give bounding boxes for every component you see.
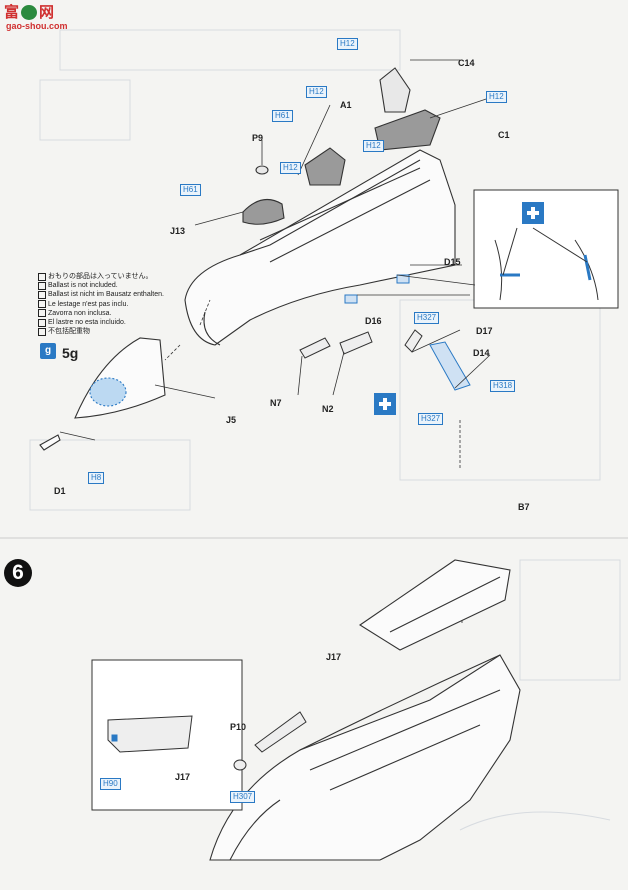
- label-j13: J13: [170, 226, 186, 236]
- flag-icon: [38, 300, 46, 309]
- label-d14: D14: [473, 348, 490, 358]
- label-d17: D17: [476, 326, 493, 336]
- weight-icon: g: [40, 343, 56, 359]
- flag-icon: [38, 281, 46, 290]
- label-d16: D16: [365, 316, 382, 326]
- label-c1: C1: [498, 130, 510, 140]
- seat-ejection: [242, 67, 441, 225]
- note-line: Le lestage n'est pas inclu.: [38, 300, 164, 309]
- note-line: El lastre no esta incluido.: [38, 318, 164, 327]
- flag-icon: [38, 309, 46, 318]
- label-n7: N7: [270, 398, 282, 408]
- color-code-top: H12: [337, 38, 358, 50]
- fuselage-lower: [209, 654, 521, 861]
- label-j17-inset: J17: [175, 772, 191, 782]
- label-d1: D1: [54, 486, 66, 496]
- label-n2: N2: [322, 404, 334, 414]
- watermark-logo-2: 网: [39, 3, 55, 21]
- note-line: Ballast is not included.: [38, 281, 164, 290]
- label-p9: P9: [252, 133, 264, 143]
- label-b7: B7: [518, 502, 530, 512]
- side-parts: [299, 274, 471, 391]
- fuselage-upper: [184, 149, 456, 346]
- color-code-j13: H61: [180, 184, 201, 196]
- label-d15: D15: [444, 257, 461, 267]
- color-code-d17: H327: [418, 413, 444, 425]
- background-faded-art: [29, 29, 621, 831]
- flag-icon: [38, 327, 46, 336]
- leader-lines: [59, 59, 496, 625]
- note-line: Ballast ist nicht im Bausatz enthalten.: [38, 290, 164, 299]
- color-code-d1: H8: [88, 472, 105, 484]
- cross-icon-b: [374, 393, 396, 415]
- canopy-lower: [358, 559, 511, 651]
- note-line: Zavorra non inclusa.: [38, 309, 164, 318]
- nose-probe: [39, 434, 61, 451]
- callout-inset-top: [473, 189, 619, 309]
- color-code-inset: H90: [100, 778, 121, 790]
- cross-icon-a: [522, 202, 544, 224]
- watermark-logo: 富: [4, 3, 20, 21]
- label-a1: A1: [340, 100, 352, 110]
- watermark-icon: [21, 5, 38, 20]
- note-line: おもりの部品は入っていません。: [38, 272, 164, 281]
- watermark-url: gao-shou.com: [6, 21, 68, 31]
- part-p10: [233, 711, 307, 771]
- label-c14: C14: [458, 58, 475, 68]
- nose-cone: [74, 337, 166, 419]
- color-code-a1b: H61: [272, 110, 293, 122]
- label-j5: J5: [226, 415, 237, 425]
- ballast-note: おもりの部品は入っていません。 Ballast is not included.…: [38, 272, 164, 336]
- color-code-a1a: H12: [306, 86, 327, 98]
- color-code-d14: H318: [490, 380, 516, 392]
- flag-icon: [38, 291, 46, 299]
- color-code-c1: H12: [486, 91, 507, 103]
- step-number: 6: [4, 559, 32, 587]
- flag-icon: [38, 272, 46, 281]
- color-code-body: H12: [363, 140, 384, 152]
- ballast-weight: 5g: [62, 345, 79, 361]
- color-code-d15: H327: [414, 312, 440, 324]
- flag-icon: [38, 318, 46, 327]
- watermark: 富 网 gao-shou.com: [4, 3, 68, 31]
- note-line: 不包括配重物: [38, 327, 164, 336]
- label-j17-top: J17: [326, 652, 342, 662]
- label-p10: P10: [230, 722, 247, 732]
- color-code-p9: H12: [280, 162, 301, 174]
- color-code-p10: H307: [230, 791, 256, 803]
